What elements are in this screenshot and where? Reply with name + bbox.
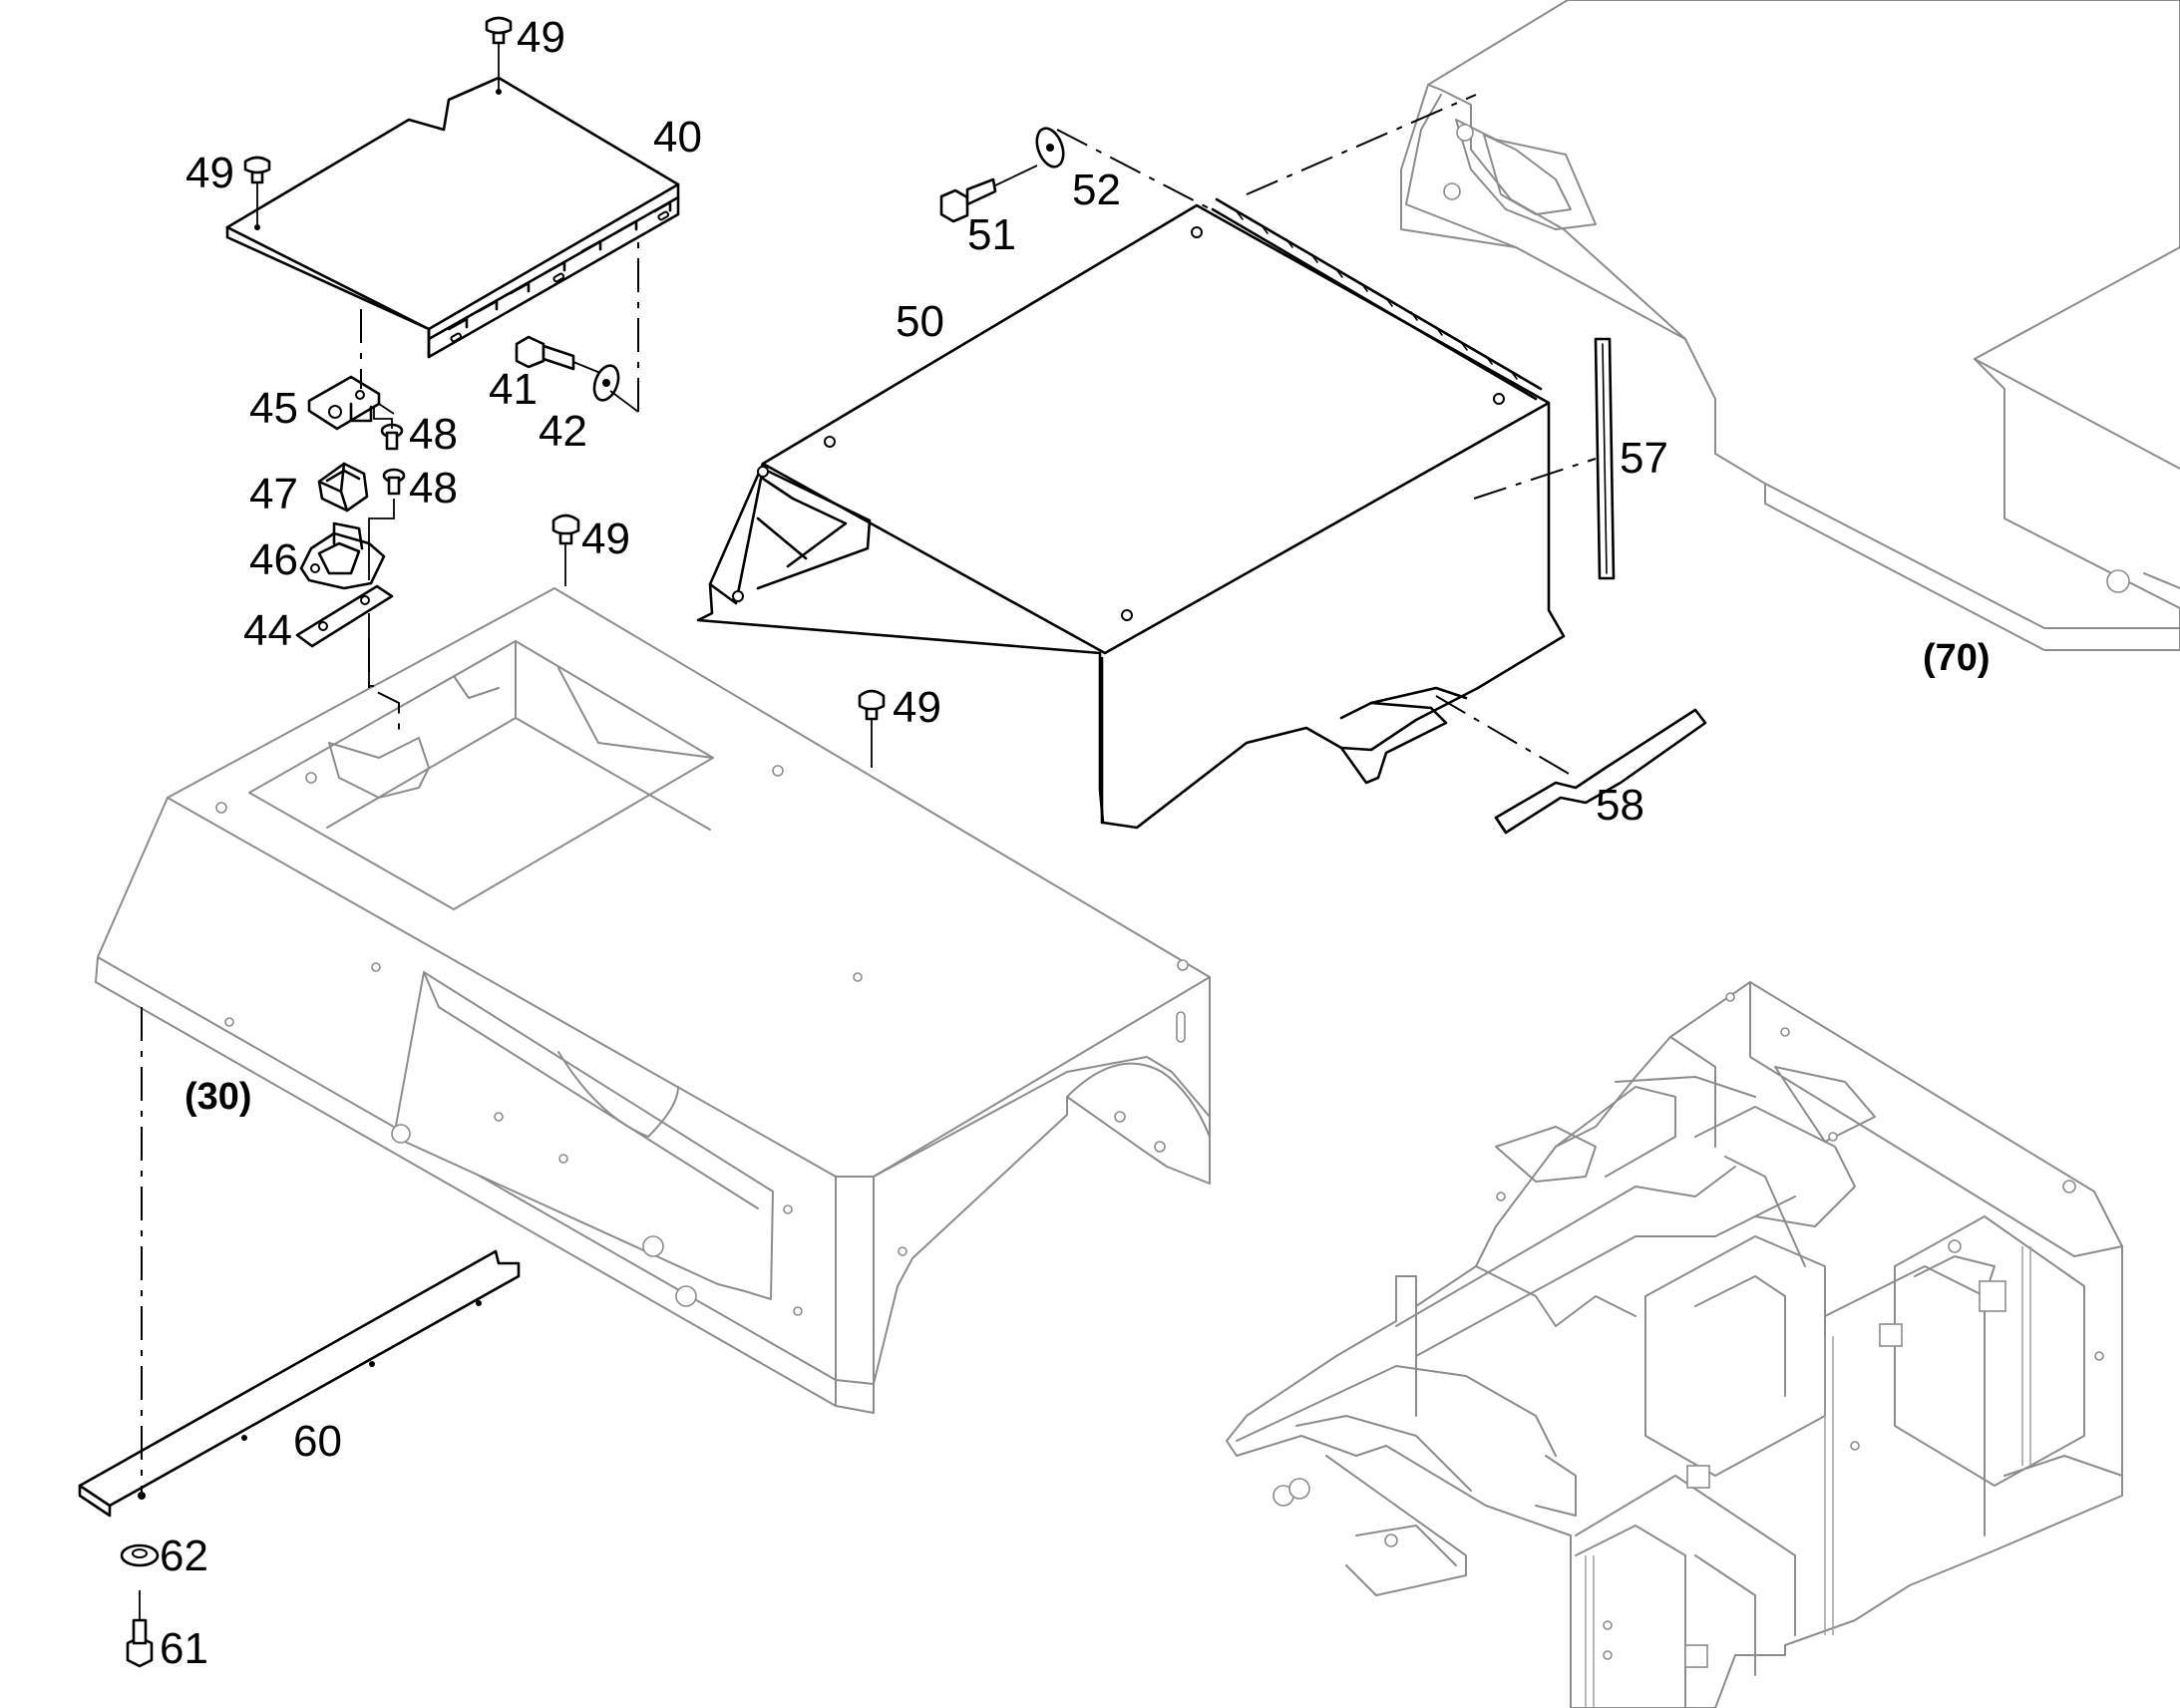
part-57-seal — [1594, 337, 1616, 580]
bracket-45 — [307, 375, 381, 431]
label-42: 42 — [539, 407, 587, 456]
part-50-hood — [696, 197, 1566, 830]
part-58-rail — [1494, 708, 1707, 835]
machine-frame — [1226, 981, 2123, 1708]
bolt-61 — [126, 1590, 154, 1668]
bolt-51 — [939, 165, 1038, 223]
bolt-49-left — [243, 156, 271, 230]
label-48-b: 48 — [409, 464, 458, 512]
label-50: 50 — [896, 297, 944, 346]
label-48-a: 48 — [409, 410, 458, 459]
label-44: 44 — [243, 606, 292, 655]
screw-48-b — [382, 468, 406, 496]
assembly-lines — [141, 94, 1597, 1496]
washer-62 — [120, 1543, 160, 1567]
part-labels: 49 49 40 52 51 50 41 42 45 48 48 47 49 4… — [160, 13, 1991, 1673]
label-49-top: 49 — [517, 13, 565, 62]
bolt-49-side — [858, 689, 886, 768]
label-49-left: 49 — [185, 149, 234, 197]
washer-52 — [1035, 127, 1065, 169]
label-49-cover: 49 — [581, 514, 630, 563]
label-49-side: 49 — [893, 683, 941, 732]
bolt-41 — [515, 335, 601, 374]
label-41: 41 — [489, 365, 538, 414]
label-57: 57 — [1620, 434, 1668, 483]
ref-70: (70) — [1923, 637, 1991, 679]
label-46: 46 — [249, 535, 298, 584]
label-60: 60 — [293, 1417, 342, 1466]
washer-42 — [592, 364, 639, 413]
label-47: 47 — [249, 470, 298, 518]
mount-46 — [299, 521, 386, 590]
mount-47 — [317, 462, 369, 512]
label-51: 51 — [967, 210, 1016, 259]
label-45: 45 — [249, 384, 298, 433]
bolt-49-top — [485, 16, 513, 95]
label-61: 61 — [160, 1624, 208, 1673]
part-60-strip — [78, 1249, 521, 1518]
ref-30: (30) — [184, 1076, 252, 1118]
label-58: 58 — [1596, 781, 1644, 830]
label-52: 52 — [1072, 166, 1121, 214]
part-40-tray — [225, 76, 680, 359]
label-62: 62 — [160, 1532, 208, 1580]
label-40: 40 — [653, 113, 702, 162]
housing-70 — [1400, 0, 2180, 651]
plate-44 — [295, 584, 394, 648]
bolt-49-cover — [551, 513, 580, 586]
cover-30 — [95, 587, 1211, 1414]
